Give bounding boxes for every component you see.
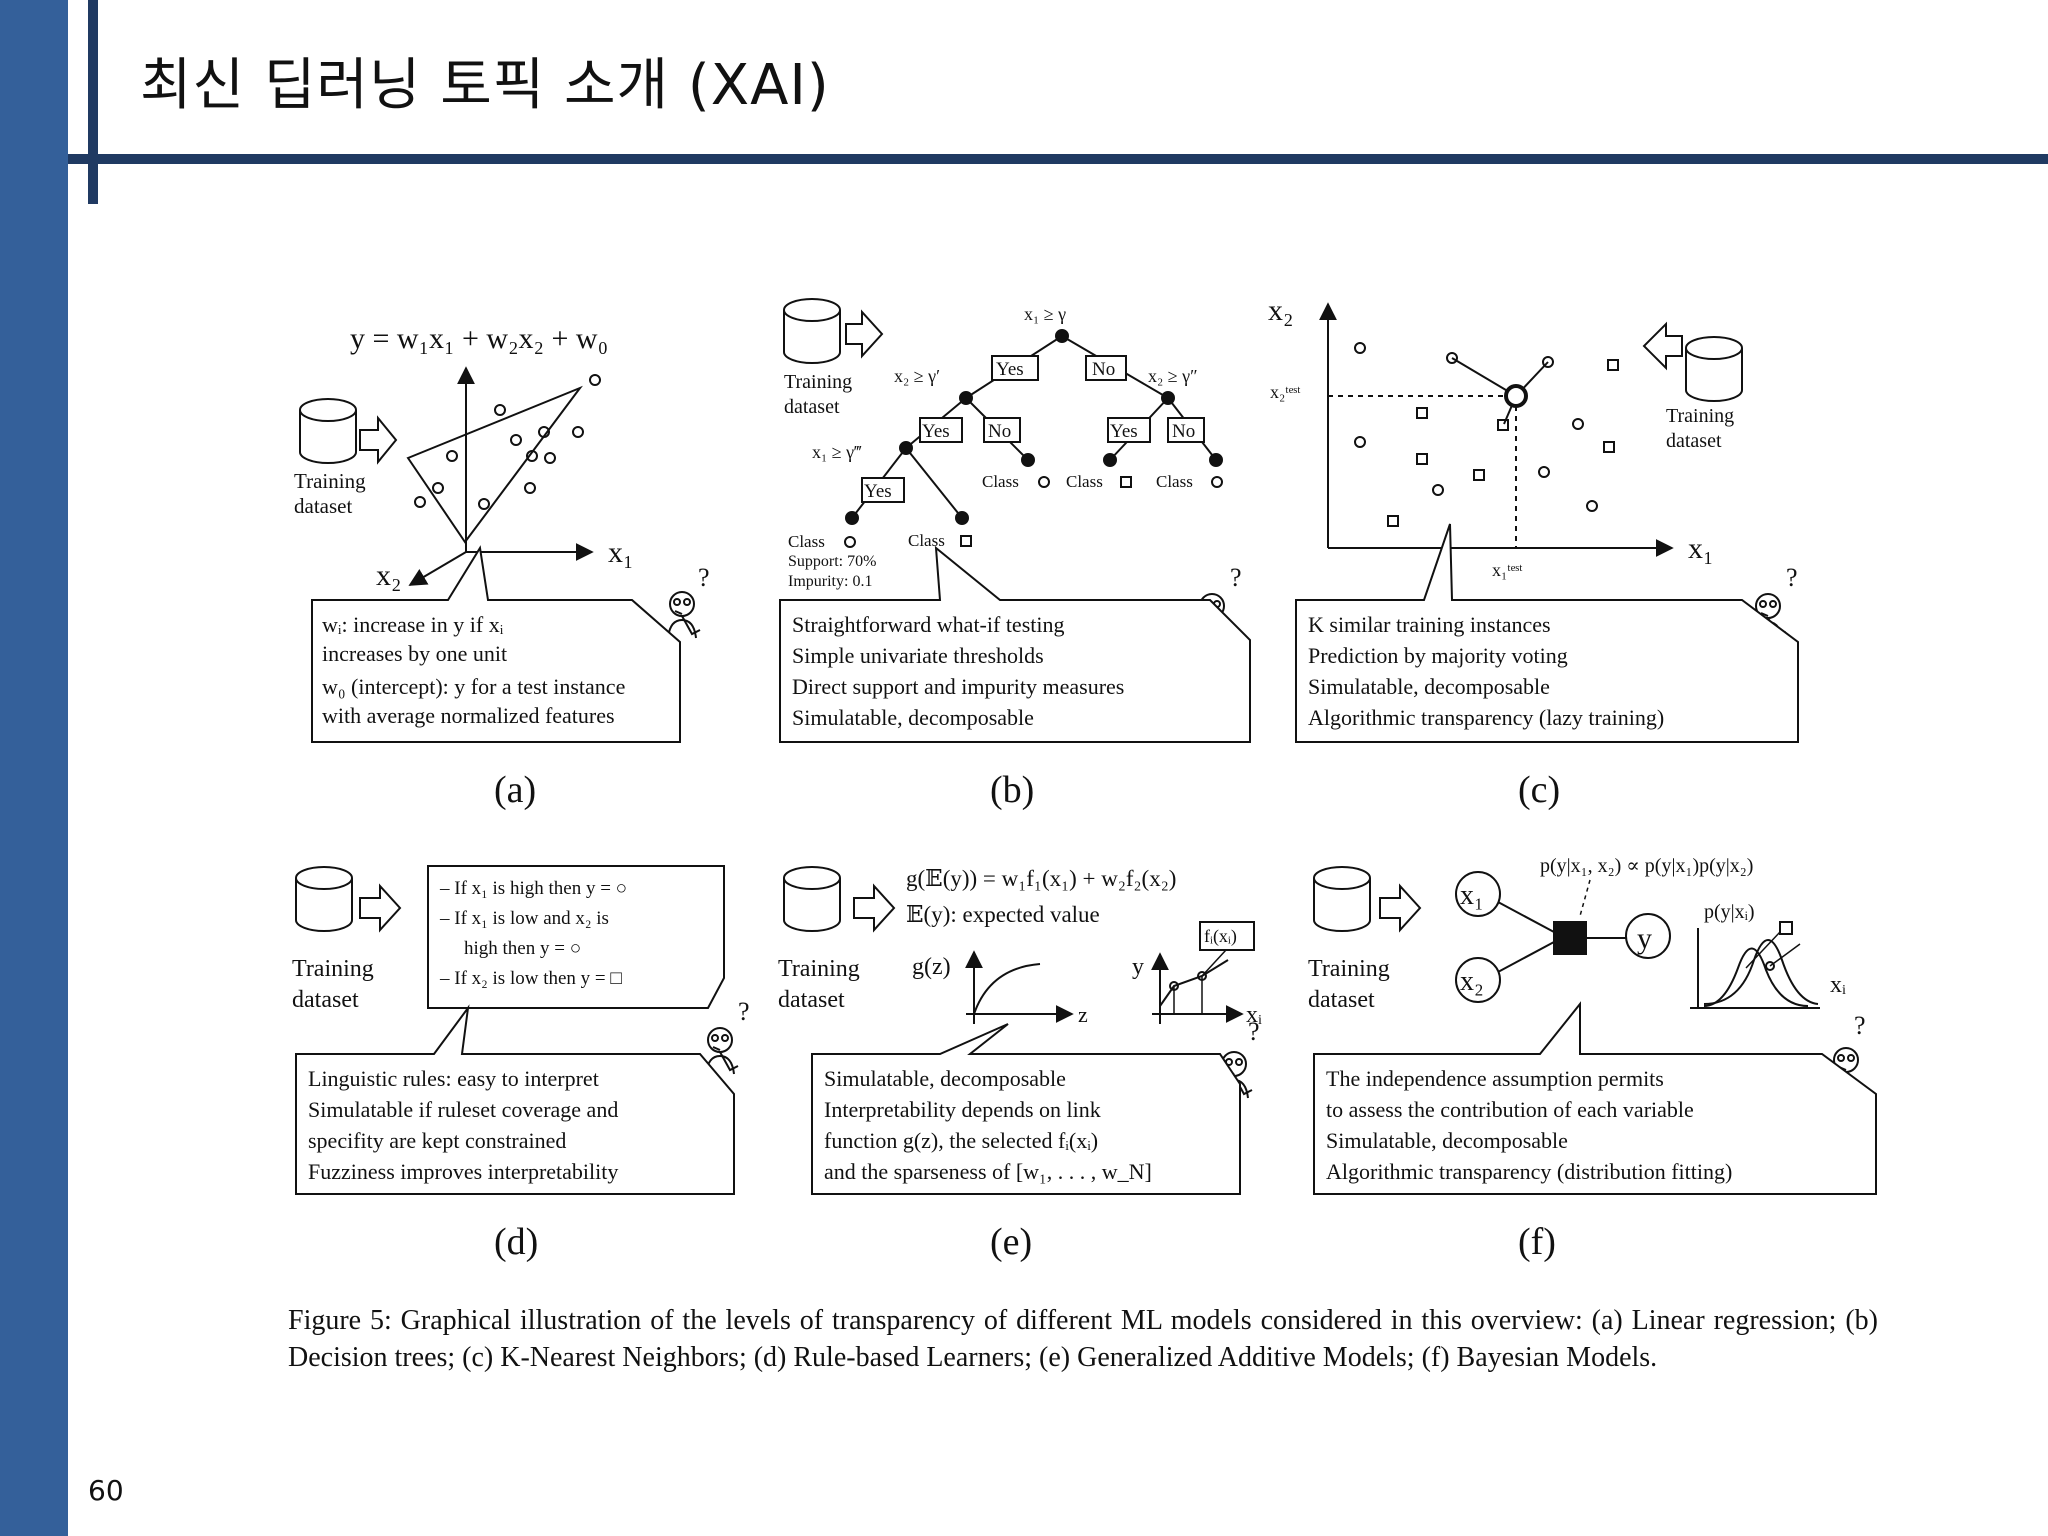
svg-text:Class: Class xyxy=(788,532,825,551)
svg-text:fᵢ(xᵢ): fᵢ(xᵢ) xyxy=(1204,926,1237,947)
svg-text:Support: 70%: Support: 70% xyxy=(788,553,876,570)
svg-text:x₁ ≥ γ: x₁ ≥ γ xyxy=(1024,304,1066,324)
svg-text:x₁ᵗᵉˢᵗ: x₁ᵗᵉˢᵗ xyxy=(1492,560,1523,580)
svg-text:x₂ ≥ γ′: x₂ ≥ γ′ xyxy=(894,366,940,386)
svg-text:Yes: Yes xyxy=(996,359,1024,380)
svg-text:Class: Class xyxy=(982,472,1019,491)
panel-c-label: (c) xyxy=(1518,769,1560,811)
svg-text:p(y|xᵢ): p(y|xᵢ) xyxy=(1704,901,1755,923)
panel-b-label: (b) xyxy=(990,769,1034,811)
svg-text:x₁: x₁ xyxy=(1688,532,1713,565)
figure-caption: Figure 5: Graphical illustration of the … xyxy=(288,1302,1878,1376)
svg-text:No: No xyxy=(1092,359,1115,380)
svg-text:y: y xyxy=(1132,954,1144,980)
svg-text:Impurity: 0.1: Impurity: 0.1 xyxy=(788,573,872,590)
svg-text:Yes: Yes xyxy=(922,421,950,442)
svg-text:x₂ ≥ γ″: x₂ ≥ γ″ xyxy=(1148,366,1198,386)
svg-text:Yes: Yes xyxy=(1110,421,1138,442)
panel-a-label: (a) xyxy=(494,769,536,811)
svg-text:x₂ᵗᵉˢᵗ: x₂ᵗᵉˢᵗ xyxy=(1270,382,1301,402)
title-vertical-rule xyxy=(88,0,98,204)
svg-text:?: ? xyxy=(1230,563,1242,592)
svg-text:?: ? xyxy=(1248,1017,1260,1046)
page-number: 60 xyxy=(88,1474,124,1507)
panel-c-points xyxy=(1355,343,1618,526)
svg-text:?: ? xyxy=(698,563,710,592)
left-accent-bar xyxy=(0,0,68,1536)
svg-text:Yes: Yes xyxy=(864,481,892,502)
svg-text:p(y|x₁, x₂) ∝ p(y|x₁)p(y|x₂): p(y|x₁, x₂) ∝ p(y|x₁)p(y|x₂) xyxy=(1540,855,1753,877)
svg-text:xᵢ: xᵢ xyxy=(1830,972,1846,998)
svg-text:Class: Class xyxy=(1066,472,1103,491)
svg-text:x₂: x₂ xyxy=(1460,966,1484,997)
panel-a-equation: y = w₁x₁ + w₂x₂ + w₀ xyxy=(350,322,608,355)
panel-a-points xyxy=(415,375,600,509)
svg-text:𝔼(y): expected value: 𝔼(y): expected value xyxy=(906,902,1100,927)
svg-text:No: No xyxy=(1172,421,1195,442)
panel-f-label: (f) xyxy=(1518,1221,1556,1263)
svg-text:Class: Class xyxy=(908,531,945,550)
svg-text:Class: Class xyxy=(1156,472,1193,491)
svg-text:g(𝔼(y)) = w₁f₁(x₁) + w₂f₂(x₂): g(𝔼(y)) = w₁f₁(x₁) + w₂f₂(x₂) xyxy=(906,866,1176,891)
svg-text:g(z): g(z) xyxy=(912,954,951,980)
panel-a-x2-axis: x₂ xyxy=(376,559,401,592)
panel-e-label: (e) xyxy=(990,1221,1032,1263)
panel-d-label: (d) xyxy=(494,1221,538,1263)
svg-text:x₂: x₂ xyxy=(1268,294,1293,327)
svg-text:?: ? xyxy=(738,997,750,1026)
panel-a-x1-axis: x₁ xyxy=(608,536,633,569)
svg-text:No: No xyxy=(988,421,1011,442)
title-horizontal-rule xyxy=(68,154,2048,164)
svg-text:x₁: x₁ xyxy=(1460,880,1484,911)
svg-text:y: y xyxy=(1637,922,1652,955)
svg-text:?: ? xyxy=(1786,563,1798,592)
svg-text:z: z xyxy=(1078,1002,1088,1027)
slide-title: 최신 딥러닝 토픽 소개 (XAI) xyxy=(140,40,830,121)
svg-text:?: ? xyxy=(1854,1011,1866,1040)
svg-text:x₁ ≥ γ‴: x₁ ≥ γ‴ xyxy=(812,442,862,462)
